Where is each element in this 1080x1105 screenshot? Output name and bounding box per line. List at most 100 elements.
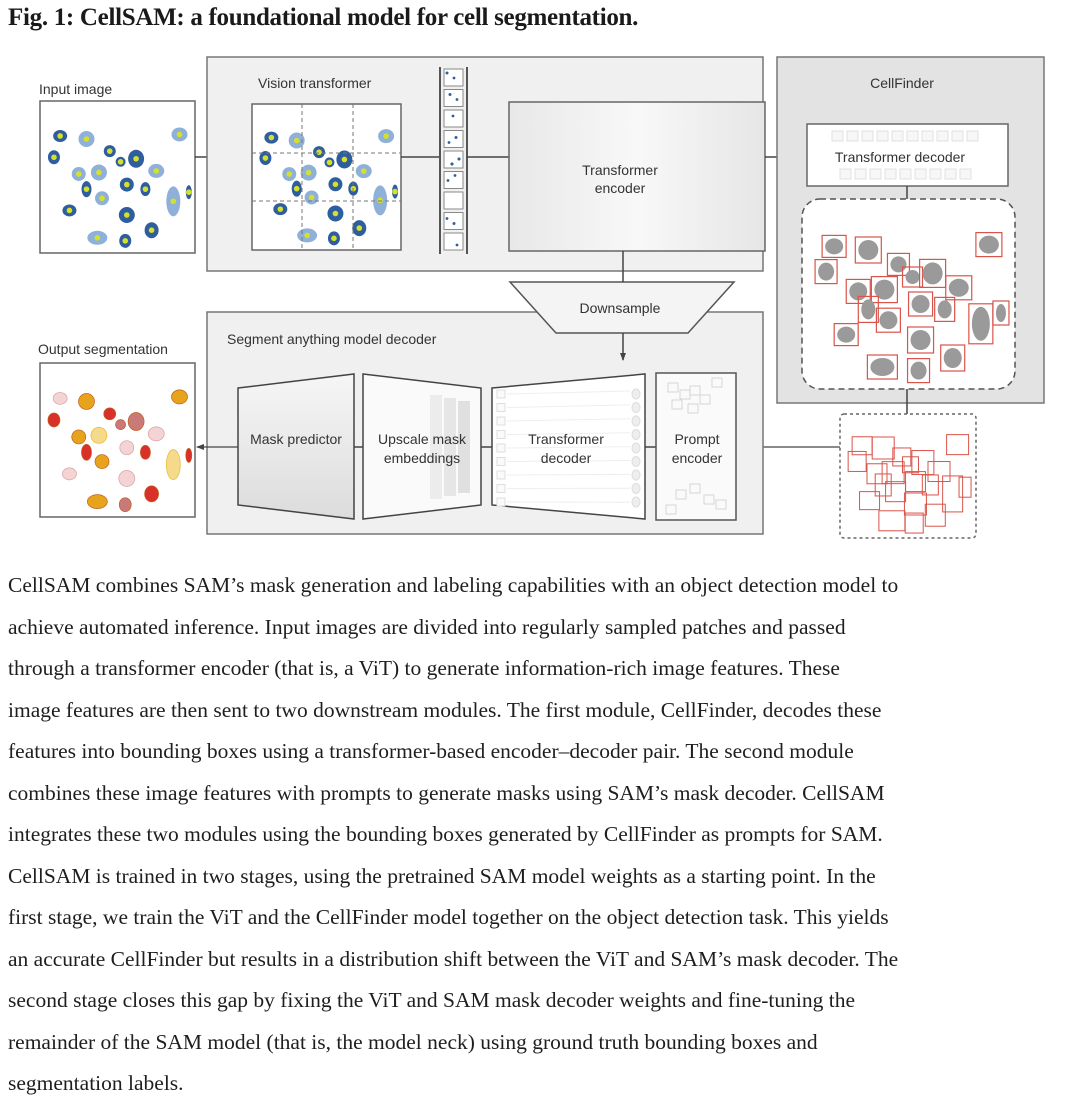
segmented-cell (120, 441, 134, 455)
cell-nucleus (356, 225, 362, 231)
query-token (877, 131, 888, 141)
detected-cell (890, 256, 906, 272)
cell-nucleus (124, 212, 130, 218)
vit-patch-grid (252, 104, 401, 250)
patch-cell-dot (458, 158, 461, 161)
detected-cell (858, 240, 878, 260)
segmented-cell (82, 444, 92, 460)
diagram-canvas: Input image Vision transformer Transform… (0, 50, 1080, 550)
query-token (892, 131, 903, 141)
token-node (632, 443, 640, 453)
cell-nucleus (57, 133, 63, 139)
upscale-label-line1: Upscale mask (378, 431, 467, 447)
segmented-cell (95, 455, 109, 469)
segmented-cell (145, 486, 159, 502)
transformer-encoder-label-line1: Transformer (582, 162, 658, 178)
caption-line: through a transformer encoder (that is, … (8, 648, 1076, 690)
segmented-cell (62, 468, 76, 480)
detected-cell (879, 311, 897, 329)
token-line (507, 474, 630, 475)
token-node (632, 497, 640, 507)
patch-token (444, 213, 463, 230)
segmented-cell (119, 498, 131, 512)
sam-transformer-decoder-label-line1: Transformer (528, 431, 604, 447)
cell-nucleus (107, 148, 113, 154)
patch-tokens (444, 69, 463, 250)
prompt-encoder-label-line2: encoder (672, 450, 723, 466)
patch-cell-dot (449, 93, 452, 96)
segmented-cell (140, 445, 150, 459)
cell-nucleus (149, 227, 155, 233)
cell-nucleus (377, 198, 383, 204)
segmented-cell (48, 413, 60, 427)
caption-line: combines these image features with promp… (8, 773, 1076, 815)
detected-cell (944, 348, 962, 368)
patch-cell-dot (456, 98, 459, 101)
patch-cell-dot (446, 217, 449, 220)
transformer-encoder-label-line2: encoder (595, 180, 646, 196)
cell-nucleus (286, 171, 292, 177)
token-cell (497, 404, 505, 412)
cell-nucleus (171, 199, 177, 205)
cell-nucleus (309, 195, 315, 201)
caption-line: second stage closes this gap by fixing t… (8, 980, 1076, 1022)
patch-token (444, 233, 463, 250)
embedding-layer (430, 395, 442, 499)
cell-nucleus (316, 149, 322, 155)
segmented-cell (128, 413, 144, 431)
caption-line: CellSAM combines SAM’s mask generation a… (8, 565, 1076, 607)
cell-nucleus (333, 182, 339, 188)
token-node (632, 484, 640, 494)
detected-cell (949, 279, 969, 297)
cell-nucleus (269, 135, 275, 141)
cell-nucleus (342, 157, 348, 163)
patch-cell-dot (454, 174, 457, 177)
output-segmentation-panel (40, 363, 195, 517)
caption-line: achieve automated inference. Input image… (8, 607, 1076, 649)
token-cell (497, 498, 505, 506)
segmented-cell (104, 408, 116, 420)
token-node (632, 430, 640, 440)
detected-cell (870, 358, 894, 376)
segmented-cell (116, 420, 126, 430)
query-token (862, 131, 873, 141)
segmented-cell (91, 427, 107, 443)
cell-nucleus (306, 170, 312, 176)
cell-nucleus (177, 132, 183, 138)
input-image-panel (40, 101, 195, 253)
query-token (952, 131, 963, 141)
detected-cell (818, 263, 834, 281)
patch-cell-dot (456, 244, 459, 247)
cellsam-architecture-diagram: Input image Vision transformer Transform… (0, 50, 1080, 550)
segmented-cell (87, 495, 107, 509)
query-token (885, 169, 896, 179)
token-cell (497, 431, 505, 439)
token-cell (497, 471, 505, 479)
cell-nucleus (331, 236, 337, 242)
patch-cell-dot (453, 222, 456, 225)
figure-title: Fig. 1: CellSAM: a foundational model fo… (8, 4, 638, 32)
caption-line: segmentation labels. (8, 1063, 1076, 1105)
patch-cell-dot (447, 179, 450, 182)
patch-token (444, 110, 463, 127)
figure-caption: CellSAM combines SAM’s mask generation a… (8, 565, 1076, 1105)
query-token (937, 131, 948, 141)
detected-cell (906, 270, 920, 284)
query-token (915, 169, 926, 179)
downsample-label: Downsample (580, 300, 661, 316)
query-token (900, 169, 911, 179)
sam-transformer-decoder-label-line2: decoder (541, 450, 592, 466)
patch-cell-dot (448, 141, 451, 144)
token-node (632, 470, 640, 480)
input-image-label: Input image (39, 81, 112, 97)
detected-cell (912, 295, 930, 313)
vision-transformer-label: Vision transformer (258, 75, 372, 91)
caption-line: an accurate CellFinder but results in a … (8, 939, 1076, 981)
cell-nucleus (263, 155, 269, 161)
detected-cell (996, 304, 1006, 322)
cell-nucleus (51, 154, 57, 160)
query-token (855, 169, 866, 179)
caption-line: features into bounding boxes using a tra… (8, 731, 1076, 773)
detected-cell (825, 238, 843, 254)
cell-nucleus (392, 189, 398, 195)
